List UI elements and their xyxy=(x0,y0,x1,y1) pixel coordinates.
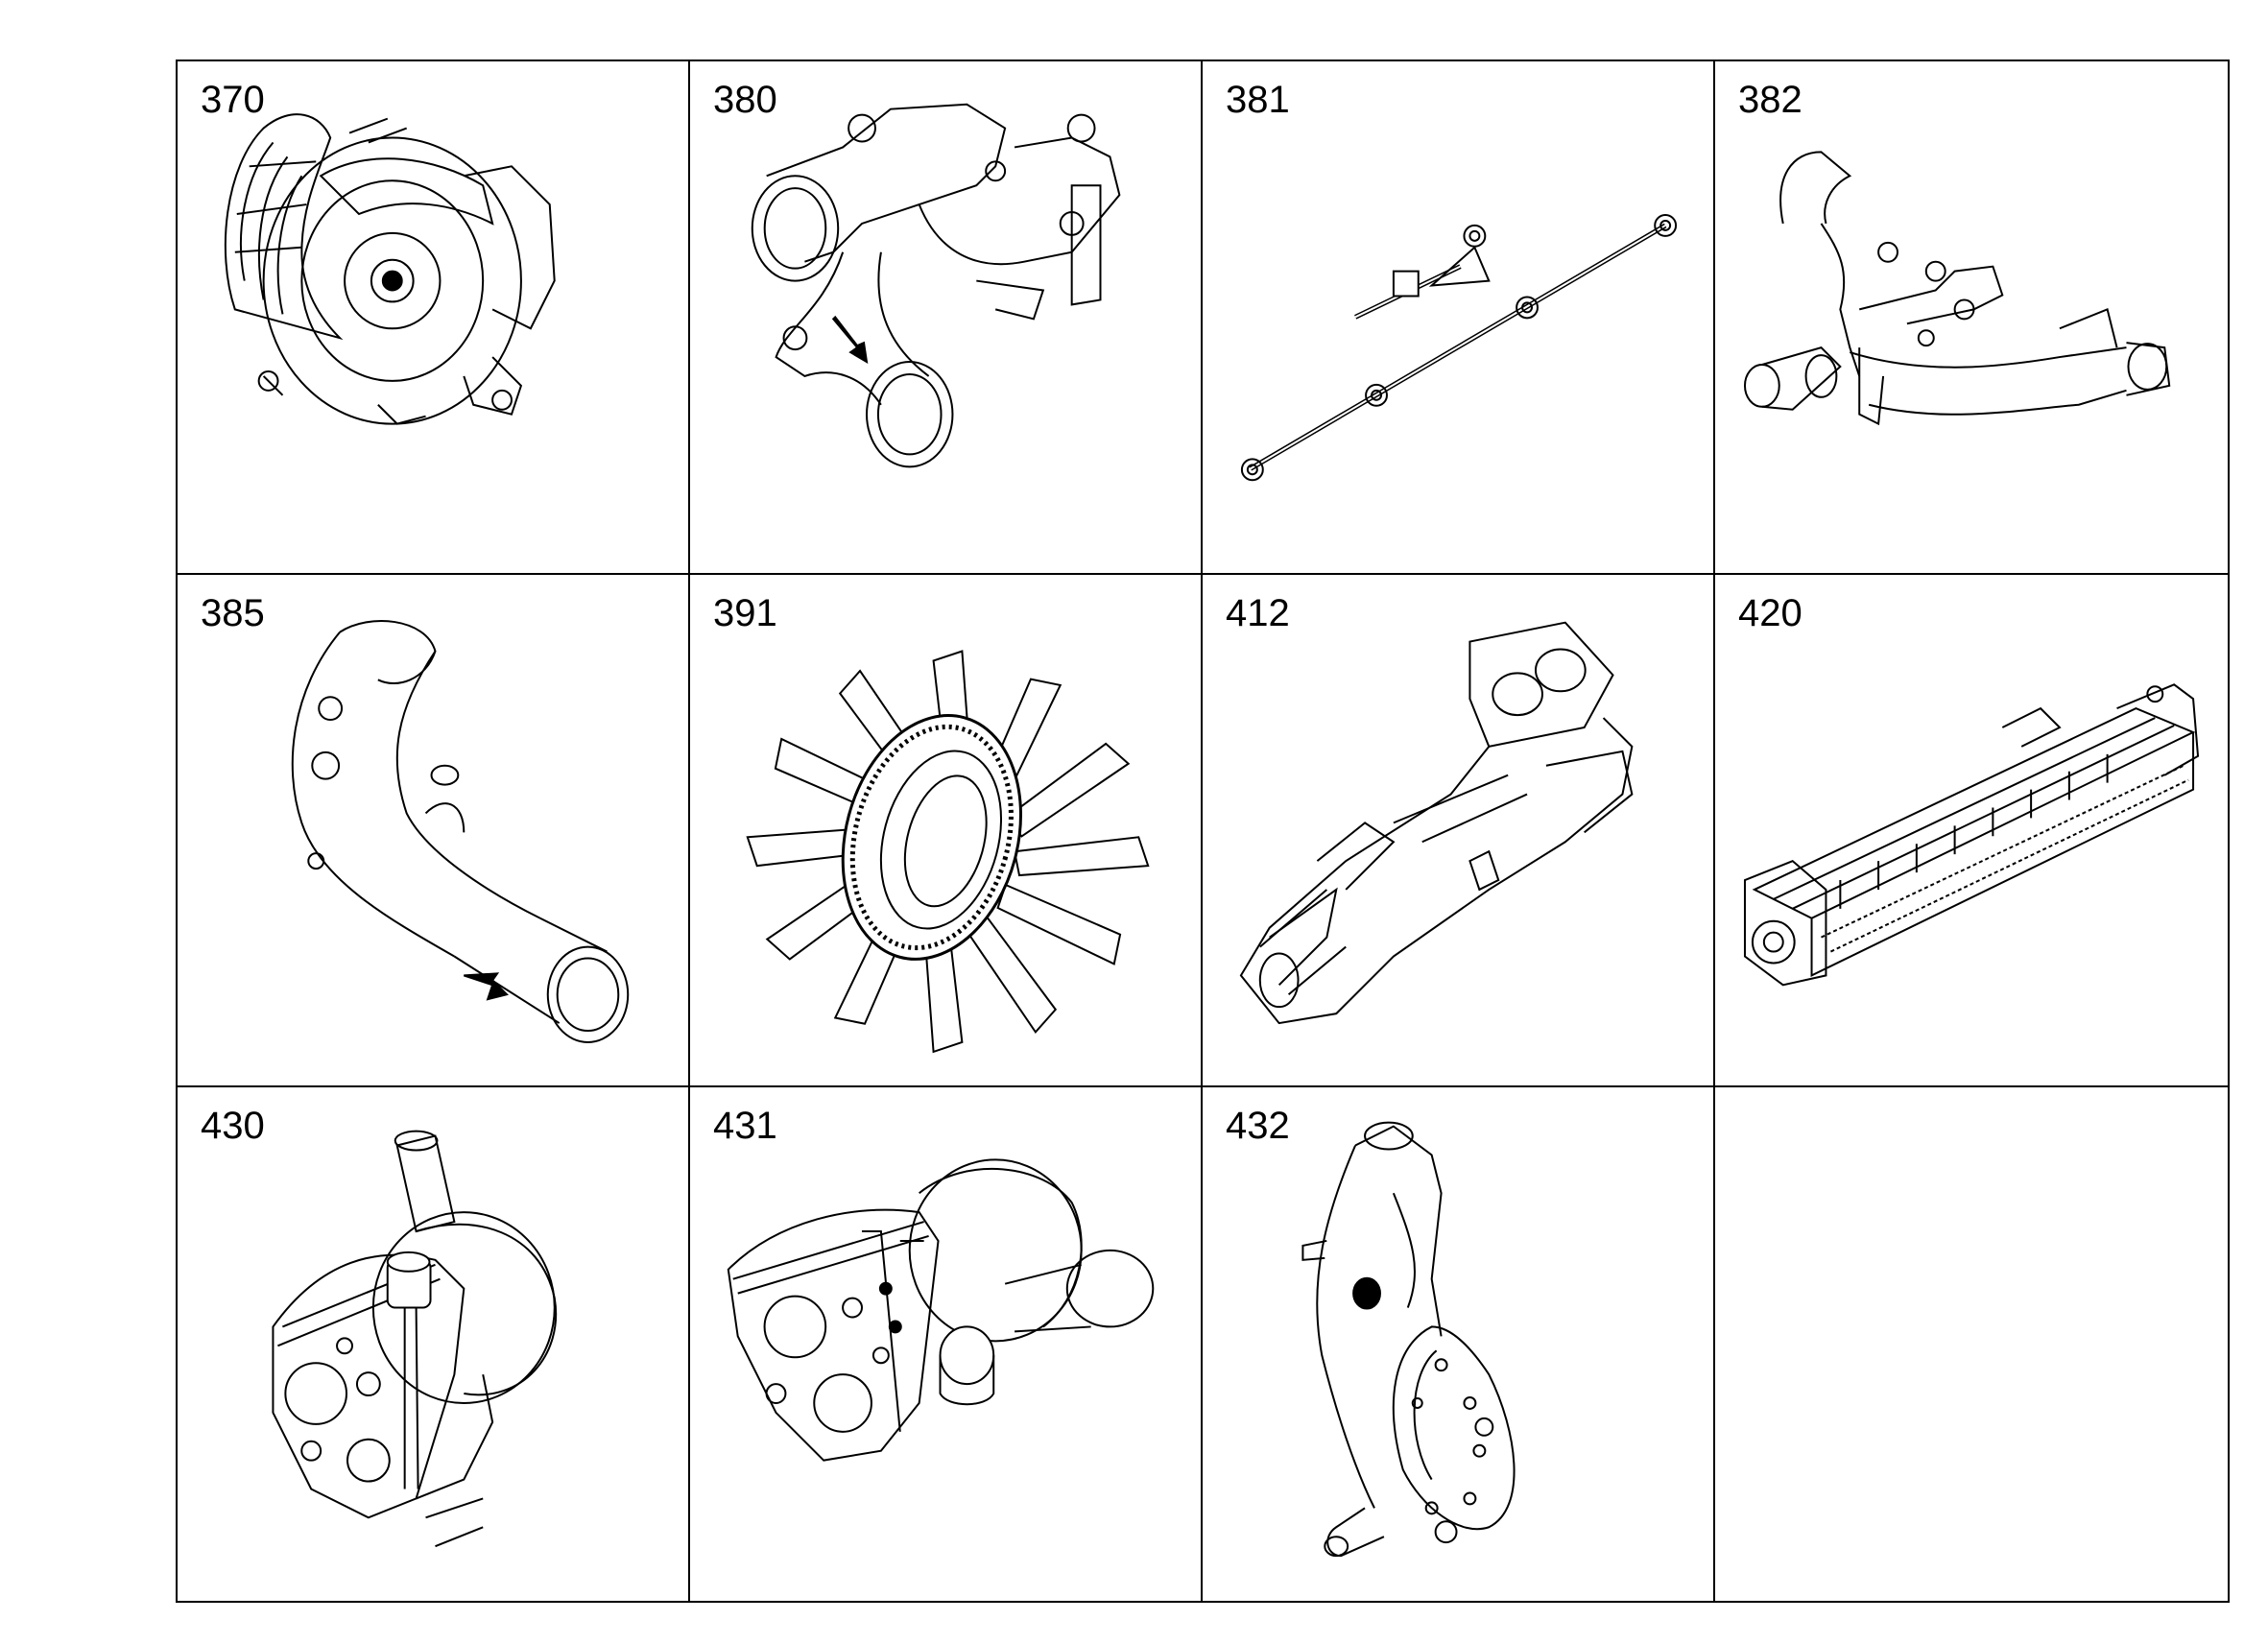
part-cell-431[interactable]: 431 xyxy=(690,1087,1203,1601)
turbocharger-icon xyxy=(178,1087,688,1601)
fan-icon xyxy=(690,575,1201,1086)
part-cell-381[interactable]: 381 xyxy=(1203,61,1715,575)
part-number: 412 xyxy=(1226,591,1290,634)
part-number: 382 xyxy=(1738,79,1802,121)
water-pump-icon xyxy=(178,61,688,573)
parts-grid: 370 380 xyxy=(176,60,2230,1603)
turbocharger-alt-icon xyxy=(690,1087,1201,1601)
part-number: 431 xyxy=(713,1105,777,1148)
egr-cooler-icon xyxy=(1715,575,2228,1086)
part-number: 370 xyxy=(201,79,265,121)
part-cell-412[interactable]: 412 xyxy=(1203,574,1715,1088)
part-number: 385 xyxy=(201,591,265,634)
part-cell-382[interactable]: 382 xyxy=(1715,61,2228,575)
part-number: 380 xyxy=(713,79,777,121)
part-cell-380[interactable]: 380 xyxy=(690,61,1203,575)
part-cell-420[interactable]: 420 xyxy=(1715,574,2228,1088)
coolant-pipe-manifold-icon xyxy=(1715,61,2228,573)
part-number: 391 xyxy=(713,591,777,634)
exhaust-elbow-icon xyxy=(1203,1087,1713,1601)
elbow-pipe-icon xyxy=(178,575,688,1086)
part-number: 432 xyxy=(1226,1105,1290,1148)
empty-cell xyxy=(1715,1087,2228,1601)
part-cell-385[interactable]: 385 xyxy=(178,574,690,1088)
part-cell-391[interactable]: 391 xyxy=(690,574,1203,1088)
exhaust-manifold-icon xyxy=(1203,575,1713,1086)
tube-line-icon xyxy=(1203,61,1713,573)
part-number: 420 xyxy=(1738,591,1802,634)
part-cell-432[interactable]: 432 xyxy=(1203,1087,1715,1601)
thermostat-housing-icon xyxy=(690,61,1201,573)
part-cell-430[interactable]: 430 xyxy=(178,1087,690,1601)
part-number: 381 xyxy=(1226,79,1290,121)
part-cell-370[interactable]: 370 xyxy=(178,61,690,575)
part-number: 430 xyxy=(201,1105,265,1148)
